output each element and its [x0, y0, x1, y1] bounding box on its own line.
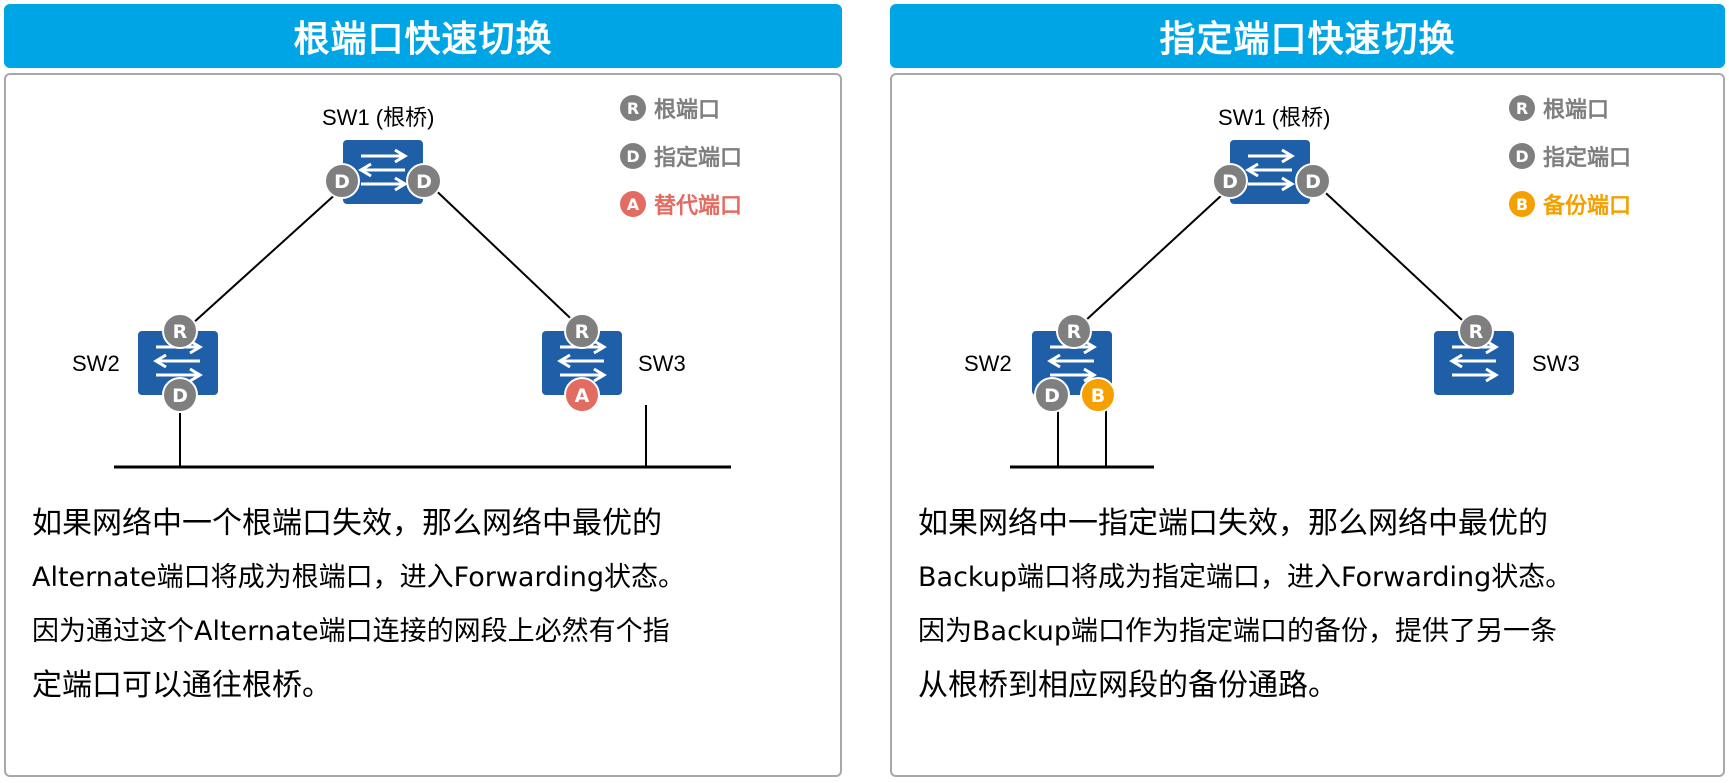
link-sw1-sw2	[1071, 181, 1237, 334]
sw3-root-port-badge: R	[1458, 313, 1494, 349]
designated-port-badge-icon: D	[620, 143, 646, 169]
legend-backup-port: B 备份端口	[1509, 191, 1632, 219]
sw1-right-port-badge: D	[1295, 163, 1331, 199]
sw2-designated-port-badge: D	[1034, 377, 1070, 413]
left-legend: R 根端口 D 指定端口 A 替代端口	[620, 95, 742, 239]
sw3-switch-icon	[542, 331, 622, 395]
legend-root-port: R 根端口	[620, 95, 742, 123]
link-sw1-sw2	[181, 181, 350, 334]
left-panel: SW1 (根桥) D D SW2 R D	[4, 73, 842, 777]
svg-text:R: R	[575, 321, 590, 343]
left-panel-header: 根端口快速切换	[4, 4, 842, 68]
sw2-label: SW2	[72, 351, 120, 376]
caption-line: 因为Backup端口作为指定端口的备份，提供了另一条	[918, 616, 1557, 647]
svg-text:D: D	[416, 171, 432, 193]
svg-text:D: D	[1305, 171, 1321, 193]
svg-text:D: D	[1222, 171, 1238, 193]
caption-line: 如果网络中一个根端口失效，那么网络中最优的	[32, 506, 662, 541]
legend-designated-port: D 指定端口	[1509, 143, 1632, 171]
sw2-root-port-badge: R	[1056, 313, 1092, 349]
designated-port-badge-icon: D	[1509, 143, 1535, 169]
caption-line: 从根桥到相应网段的备份通路。	[918, 668, 1338, 703]
svg-text:A: A	[575, 385, 590, 407]
sw3-root-port-badge: R	[564, 313, 600, 349]
root-port-badge-icon: R	[620, 95, 646, 121]
sw3-label: SW3	[638, 351, 686, 376]
link-sw1-sw3	[426, 181, 587, 334]
legend-label: 指定端口	[1543, 146, 1632, 171]
sw2-backup-port-badge: B	[1080, 377, 1116, 413]
sw1-label: SW1 (根桥)	[1218, 105, 1330, 130]
right-panel: SW1 (根桥) D D SW2 R D B	[890, 73, 1725, 777]
svg-text:R: R	[173, 321, 188, 343]
svg-text:B: B	[1091, 385, 1105, 407]
right-caption: 如果网络中一指定端口失效，那么网络中最优的 Backup端口将成为指定端口，进入…	[918, 497, 1572, 713]
legend-label: 备份端口	[1543, 194, 1632, 219]
backup-port-badge-icon: B	[1509, 191, 1535, 217]
sw3-label: SW3	[1532, 351, 1580, 376]
caption-line: Backup端口将成为指定端口，进入Forwarding状态。	[918, 562, 1573, 593]
root-port-badge-icon: R	[1509, 95, 1535, 121]
alternate-port-badge-icon: A	[620, 191, 646, 217]
legend-label: 根端口	[654, 98, 721, 123]
right-topology-diagram: SW1 (根桥) D D SW2 R D B	[964, 105, 1580, 469]
sw1-switch-icon	[1230, 140, 1310, 204]
svg-text:D: D	[334, 171, 350, 193]
legend-root-port: R 根端口	[1509, 95, 1631, 123]
caption-line: 如果网络中一指定端口失效，那么网络中最优的	[918, 506, 1548, 541]
right-panel-title: 指定端口快速切换	[1159, 19, 1456, 60]
sw2-root-port-badge: R	[162, 313, 198, 349]
sw2-designated-port-badge: D	[162, 377, 198, 413]
sw3-switch-icon	[1434, 331, 1514, 395]
left-topology-diagram: SW1 (根桥) D D SW2 R D	[72, 105, 731, 469]
caption-line: Alternate端口将成为根端口，进入Forwarding状态。	[32, 562, 685, 593]
legend-designated-port: D 指定端口	[620, 143, 743, 171]
sw1-left-port-badge: D	[1212, 163, 1248, 199]
sw2-label: SW2	[964, 351, 1012, 376]
right-legend: R 根端口 D 指定端口 B 备份端口	[1509, 95, 1631, 239]
svg-text:R: R	[1067, 321, 1082, 343]
caption-line: 因为通过这个Alternate端口连接的网段上必然有个指	[32, 616, 670, 647]
right-panel-header: 指定端口快速切换	[890, 4, 1725, 68]
left-panel-title: 根端口快速切换	[293, 19, 553, 60]
sw1-switch-icon	[343, 140, 423, 204]
sw1-label: SW1 (根桥)	[322, 105, 434, 130]
sw2-switch-icon	[138, 331, 218, 395]
link-sw1-sw3	[1313, 181, 1477, 334]
svg-text:D: D	[1044, 385, 1060, 407]
legend-alternate-port: A 替代端口	[620, 191, 743, 219]
legend-label: 替代端口	[654, 194, 743, 219]
legend-label: 指定端口	[654, 146, 743, 171]
sw1-right-port-badge: D	[406, 163, 442, 199]
caption-line: 定端口可以通往根桥。	[32, 668, 332, 703]
svg-text:D: D	[172, 385, 188, 407]
left-caption: 如果网络中一个根端口失效，那么网络中最优的 Alternate端口将成为根端口，…	[32, 497, 685, 713]
svg-text:R: R	[1469, 321, 1484, 343]
legend-label: 根端口	[1543, 98, 1610, 123]
sw1-left-port-badge: D	[324, 163, 360, 199]
sw3-alternate-port-badge: A	[564, 377, 600, 413]
